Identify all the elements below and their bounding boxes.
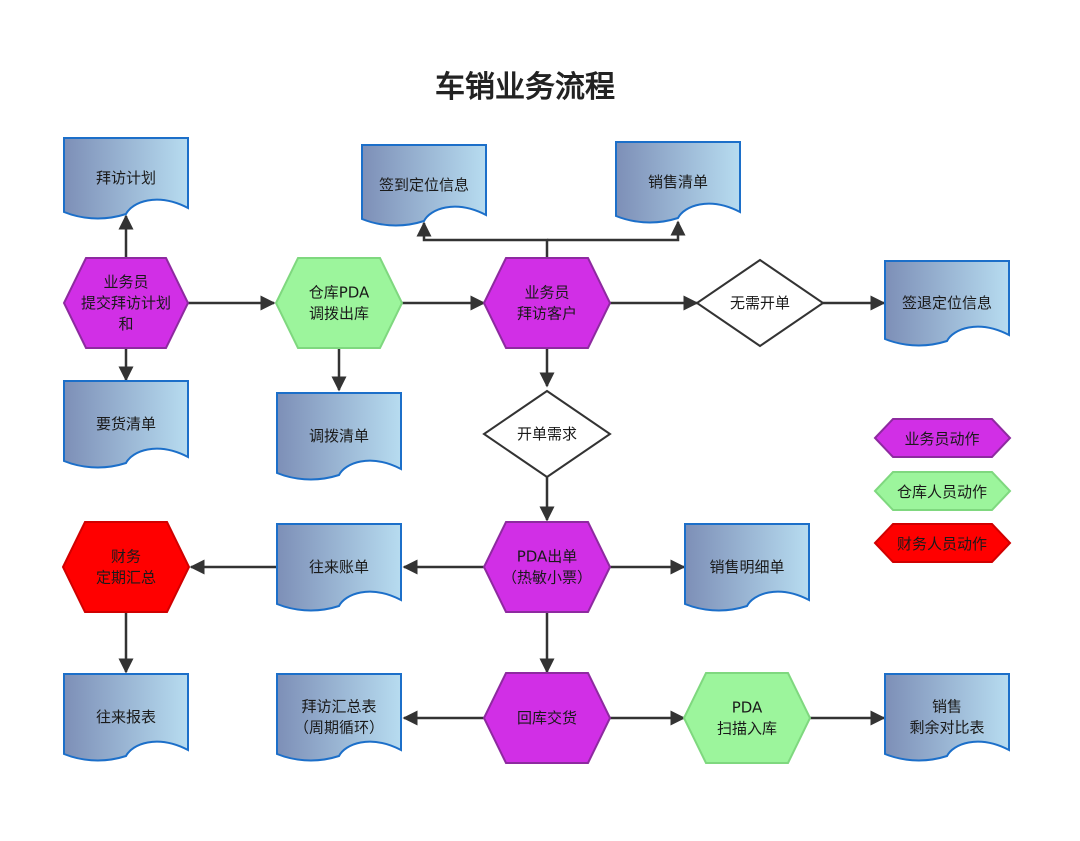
no-order-decision-shape xyxy=(695,258,825,348)
checkin-location-document-shape xyxy=(361,144,487,227)
warehouse-transfer-label-line: 仓库PDA xyxy=(309,284,370,302)
request-list-document-shape xyxy=(63,380,189,469)
node-checkin-location: 签到定位信息 xyxy=(361,144,487,227)
ar-ap-bill-document-shape xyxy=(276,523,402,612)
legend-label-warehouse: 仓库人员动作 xyxy=(897,483,987,501)
legend-item-warehouse: 仓库人员动作 xyxy=(873,471,1012,511)
remaining-compare-document-shape xyxy=(884,673,1010,762)
legend: 业务员动作 仓库人员动作 财务人员动作 xyxy=(873,418,1012,563)
sales-detail-document-shape xyxy=(684,523,810,612)
legend-swatch-salesperson xyxy=(873,418,1012,458)
node-sales-detail: 销售明细单 xyxy=(684,523,810,612)
no-order-label-line: 无需开单 xyxy=(730,294,790,312)
visit-customer-hexagon-shape xyxy=(482,257,612,349)
request-list-label-line: 要货清单 xyxy=(96,415,156,433)
transfer-list-label-line: 调拨清单 xyxy=(309,427,369,445)
remaining-compare-label-line: 剩余对比表 xyxy=(909,719,984,737)
diagram-title: 车销业务流程 xyxy=(435,70,615,105)
visit-summary-label-line: 拜访汇总表 xyxy=(301,698,376,716)
ar-ap-report-document-shape xyxy=(63,673,189,762)
submit-plan-label-line: 业务员 xyxy=(103,273,148,291)
sales-list-document-shape xyxy=(615,141,741,224)
pda-order-label-line: （热敏小票） xyxy=(502,569,592,587)
node-pda-scan-in: PDA 扫描入库 xyxy=(682,672,812,764)
ar-ap-bill-label-line: 往来账单 xyxy=(309,558,369,576)
legend-label-salesperson: 业务员动作 xyxy=(904,430,979,448)
visit-summary-document-shape xyxy=(276,673,402,762)
node-ar-ap-report: 往来报表 xyxy=(63,673,189,762)
pda-scan-in-hexagon-shape xyxy=(682,672,812,764)
node-request-list: 要货清单 xyxy=(63,380,189,469)
warehouse-transfer-hexagon-shape xyxy=(274,257,404,349)
submit-plan-label-line: 提交拜访计划 xyxy=(81,294,171,312)
visit-summary-label-line: （周期循环） xyxy=(294,719,384,737)
pda-scan-in-label-line: PDA xyxy=(732,699,763,717)
node-no-order: 无需开单 xyxy=(695,258,825,348)
warehouse-transfer-label-line: 调拨出库 xyxy=(309,305,369,323)
checkin-location-label-line: 签到定位信息 xyxy=(379,176,469,194)
connectors xyxy=(118,214,886,726)
finance-summary-label-line: 定期汇总 xyxy=(96,569,156,587)
node-visit-summary: 拜访汇总表 （周期循环） xyxy=(276,673,402,762)
visit-customer-label-line: 拜访客户 xyxy=(517,305,577,323)
order-needed-decision-shape xyxy=(482,389,612,479)
visit-plan-doc-label-line: 拜访计划 xyxy=(96,169,156,187)
arrow-visit-customer-to-sales-list xyxy=(547,220,686,242)
submit-plan-label-line: 和 xyxy=(118,315,133,333)
checkout-location-label-line: 签退定位信息 xyxy=(902,294,992,312)
sales-detail-label-line: 销售明细单 xyxy=(709,558,784,576)
node-pda-order: PDA出单 （热敏小票） xyxy=(482,521,612,613)
arrow-visit-customer-to-checkin xyxy=(416,221,549,258)
pda-order-hexagon-shape xyxy=(482,521,612,613)
pda-order-label-line: PDA出单 xyxy=(517,548,578,566)
return-delivery-label-line: 回库交货 xyxy=(517,709,577,727)
submit-plan-hexagon-shape xyxy=(62,257,190,349)
transfer-list-document-shape xyxy=(276,392,402,481)
node-ar-ap-bill: 往来账单 xyxy=(276,523,402,612)
finance-summary-label-line: 财务 xyxy=(111,548,141,566)
node-sales-list: 销售清单 xyxy=(615,141,741,224)
finance-summary-hexagon-shape xyxy=(61,521,191,613)
sales-list-label-line: 销售清单 xyxy=(648,173,708,191)
visit-customer-label-line: 业务员 xyxy=(524,284,569,302)
node-transfer-list: 调拨清单 xyxy=(276,392,402,481)
legend-item-finance: 财务人员动作 xyxy=(873,523,1012,563)
node-visit-plan-doc: 拜访计划 xyxy=(63,137,189,220)
node-order-needed: 开单需求 xyxy=(482,389,612,479)
pda-scan-in-label-line: 扫描入库 xyxy=(717,720,777,738)
visit-plan-doc-document-shape xyxy=(63,137,189,220)
node-checkout-location: 签退定位信息 xyxy=(884,260,1010,347)
legend-swatch-finance xyxy=(873,523,1012,563)
node-warehouse-transfer: 仓库PDA 调拨出库 xyxy=(274,257,404,349)
legend-label-finance: 财务人员动作 xyxy=(897,535,987,553)
return-delivery-hexagon-shape xyxy=(482,672,612,764)
order-needed-label-line: 开单需求 xyxy=(517,425,577,443)
remaining-compare-label-line: 销售 xyxy=(932,698,962,716)
node-return-delivery: 回库交货 xyxy=(482,672,612,764)
checkout-location-document-shape xyxy=(884,260,1010,347)
legend-item-salesperson: 业务员动作 xyxy=(873,418,1012,458)
legend-swatch-warehouse xyxy=(873,471,1012,511)
ar-ap-report-label-line: 往来报表 xyxy=(96,708,156,726)
